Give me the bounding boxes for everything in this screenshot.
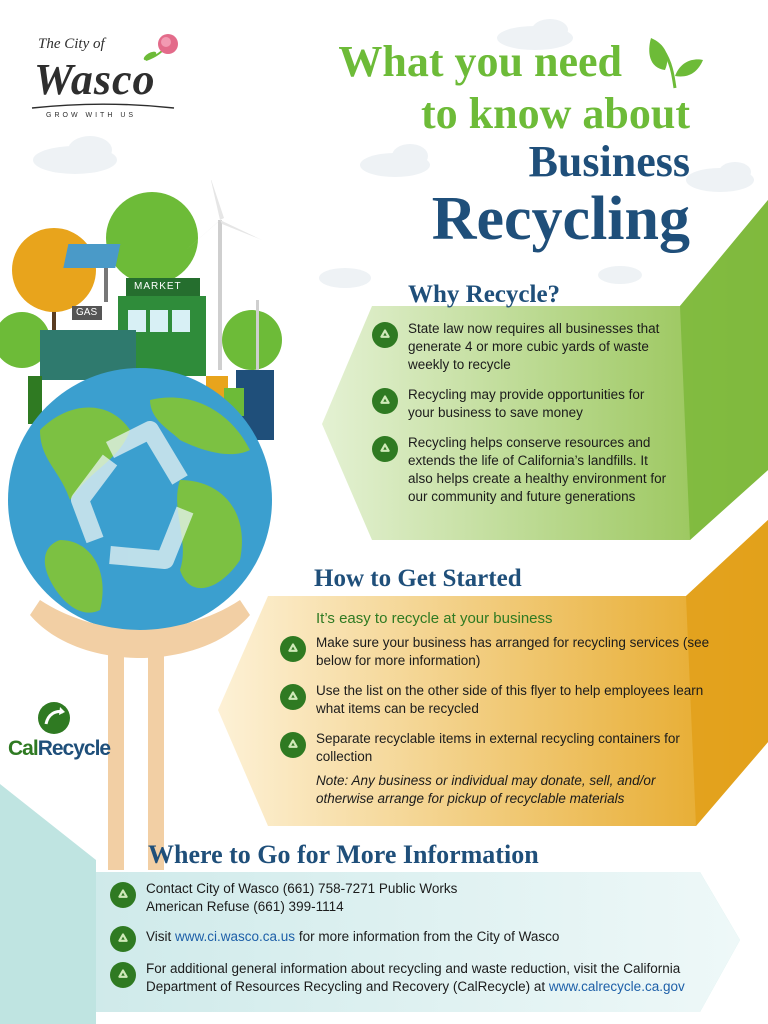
more-item-3: For additional general information about… xyxy=(146,960,700,996)
calrecycle-logo-part2: Recycle xyxy=(37,737,111,760)
recycle-bullet-icon xyxy=(372,322,398,348)
why-item-3: Recycling helps conserve resources and e… xyxy=(408,435,667,504)
list-item: Visit www.ci.wasco.ca.us for more inform… xyxy=(110,924,700,952)
start-item-2: Use the list on the other side of this f… xyxy=(316,683,704,716)
calrecycle-logo-text: CalRecycle xyxy=(8,737,111,761)
recycle-bullet-icon xyxy=(110,882,136,908)
earth-city-illustration xyxy=(0,180,282,870)
how-to-start-title: How to Get Started xyxy=(314,565,522,592)
start-item-1: Make sure your business has arranged for… xyxy=(316,635,710,668)
list-item: Contact City of Wasco (661) 758-7271 Pub… xyxy=(110,880,700,916)
headline-line3: Business xyxy=(528,137,690,186)
recycle-bullet-icon xyxy=(372,436,398,462)
list-item: Use the list on the other side of this f… xyxy=(280,682,730,718)
wasco-website-link[interactable]: www.ci.wasco.ca.us xyxy=(175,929,296,944)
contact-city-line: Contact City of Wasco (661) 758-7271 Pub… xyxy=(146,881,458,896)
why-item-1: State law now requires all businesses th… xyxy=(408,321,660,372)
logo-main-text: Wasco xyxy=(34,55,156,104)
more-info-list: Contact City of Wasco (661) 758-7271 Pub… xyxy=(110,880,700,996)
why-recycle-list: State law now requires all businesses th… xyxy=(372,320,672,506)
start-note: Note: Any business or individual may don… xyxy=(316,773,656,806)
headline-line1: What you need xyxy=(338,37,622,86)
rose-icon xyxy=(143,34,178,61)
more-info-title: Where to Go for More Information xyxy=(148,840,539,869)
calrecycle-logo-part1: Cal xyxy=(8,737,39,760)
list-item: Make sure your business has arranged for… xyxy=(280,634,730,670)
how-to-start-list: Make sure your business has arranged for… xyxy=(280,634,730,808)
recycle-bullet-icon xyxy=(280,732,306,758)
headline-line2: to know about xyxy=(421,89,690,138)
recycle-bullet-icon xyxy=(280,636,306,662)
recycle-bullet-icon xyxy=(372,388,398,414)
headline-line4: Recycling xyxy=(431,185,690,253)
list-item: Separate recyclable items in external re… xyxy=(280,730,730,766)
city-of-wasco-logo: The City of Wasco GROW WITH US xyxy=(28,28,178,128)
market-sign: MARKET xyxy=(134,281,182,292)
recycle-bullet-icon xyxy=(110,926,136,952)
logo-tagline: GROW WITH US xyxy=(46,112,137,119)
logo-top-text: The City of xyxy=(38,36,105,52)
visit-suffix: for more information from the City of Wa… xyxy=(295,929,560,944)
list-item: State law now requires all businesses th… xyxy=(372,320,672,374)
calrecycle-swirl-icon xyxy=(38,702,70,734)
list-item: For additional general information about… xyxy=(110,960,700,996)
how-to-start-subtitle: It’s easy to recycle at your business xyxy=(316,610,553,627)
more-item-1: Contact City of Wasco (661) 758-7271 Pub… xyxy=(146,880,457,916)
start-item-3: Separate recyclable items in external re… xyxy=(316,731,680,764)
list-item: Recycling may provide opportunities for … xyxy=(372,386,672,422)
list-item: Recycling helps conserve resources and e… xyxy=(372,434,672,506)
calrecycle-info-text: For additional general information about… xyxy=(146,961,681,994)
leaf-icon xyxy=(649,38,703,89)
why-item-2: Recycling may provide opportunities for … xyxy=(408,387,645,420)
logo-swoosh-icon xyxy=(31,103,175,109)
why-recycle-title: Why Recycle? xyxy=(408,281,561,308)
visit-prefix: Visit xyxy=(146,929,176,944)
calrecycle-website-link[interactable]: www.calrecycle.ca.gov xyxy=(548,979,685,994)
recycle-bullet-icon xyxy=(110,962,136,988)
contact-refuse-line: American Refuse (661) 399-1114 xyxy=(146,899,344,914)
more-item-2: Visit www.ci.wasco.ca.us for more inform… xyxy=(146,924,559,946)
gas-sign: GAS xyxy=(76,307,98,318)
recycle-bullet-icon xyxy=(280,684,306,710)
